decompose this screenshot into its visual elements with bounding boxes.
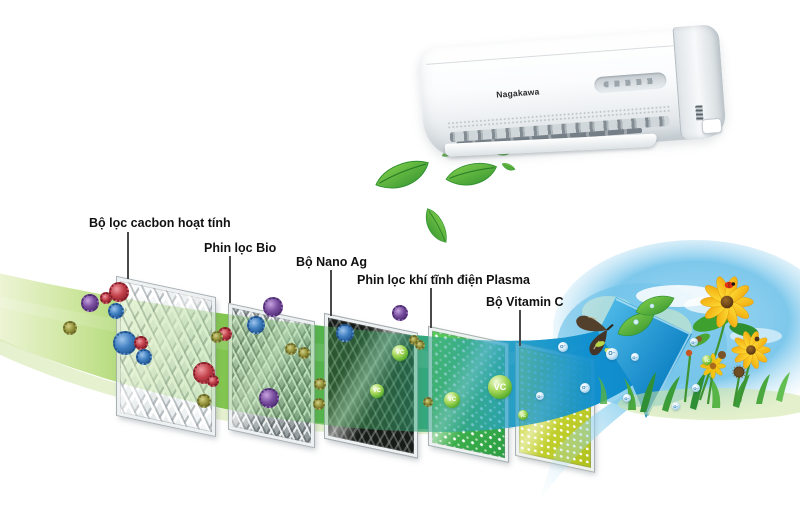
flower-large (700, 276, 754, 328)
water-droplet (633, 319, 639, 325)
vitamin-c-sphere: VC (518, 410, 528, 420)
vitamin-c-sphere: VC (392, 345, 408, 361)
virus-particle (197, 394, 211, 408)
vitamin-c-sphere: VC (488, 375, 512, 399)
ion-sphere: O⁻ (580, 383, 590, 393)
virus-particle (314, 378, 326, 390)
ion-sphere: O⁻ (536, 392, 544, 400)
virus-particle (423, 397, 433, 407)
callout-line-nano-ag (330, 270, 332, 316)
ion-sphere: O⁻ (623, 394, 631, 402)
virus-particle (247, 316, 265, 334)
cloud (636, 285, 720, 307)
ac-side-grille (695, 105, 704, 121)
virus-particle (285, 343, 297, 355)
panel-shine (232, 307, 311, 444)
vitamin-c-sphere: VC (702, 355, 712, 365)
panel-shine (519, 346, 591, 468)
ac-side-button (701, 117, 723, 135)
flower-leaf (729, 323, 759, 337)
callout-line-vitamin-c (519, 310, 521, 346)
virus-particle (336, 324, 354, 342)
callout-line-bio (229, 256, 231, 303)
virus-particle (136, 349, 152, 365)
flower-leaf (692, 312, 732, 332)
virus-particle (81, 294, 99, 312)
bee (754, 336, 760, 342)
virus-particle (108, 303, 124, 319)
ion-sphere: O⁻ (631, 353, 639, 361)
distant-foliage (582, 296, 634, 328)
filter-label-carbon: Bộ lọc cacbon hoạt tính (89, 216, 231, 230)
flower-medium (731, 331, 771, 369)
dew-leaves (595, 295, 675, 356)
virus-particle (63, 321, 77, 335)
vitamin-c-sphere: VC (370, 384, 384, 398)
ac-display-indicators (603, 77, 658, 88)
ion-sphere: O⁻ (558, 342, 568, 352)
virus-particle (207, 375, 219, 387)
water-droplet (649, 303, 655, 309)
filter-panel-carbon (117, 277, 215, 436)
virus-particle (109, 282, 129, 302)
virus-particle (263, 297, 283, 317)
filter-label-bio: Phin lọc Bio (204, 241, 277, 255)
filter-label-vitamin-c: Bộ Vitamin C (486, 295, 564, 309)
virus-particle (211, 331, 223, 343)
filter-panel-bio (229, 304, 314, 448)
virus-particle (392, 305, 408, 321)
ion-sphere: O⁻ (606, 348, 618, 360)
distant-foliage (628, 308, 692, 352)
panel-shine (120, 280, 212, 433)
virus-particle (259, 388, 279, 408)
virus-particle (313, 398, 325, 410)
callout-line-plasma (430, 288, 432, 328)
air-conditioner-unit: Nagakawa (417, 23, 727, 160)
ion-sphere: O⁻ (672, 402, 680, 410)
callout-line-carbon (127, 232, 129, 279)
flower-bud (685, 349, 693, 357)
virus-particle (298, 347, 310, 359)
cloud (730, 328, 782, 344)
virus-particle (415, 340, 425, 350)
ac-end-cap (672, 23, 727, 140)
virus-particle (134, 336, 148, 350)
ladybug (724, 281, 736, 289)
filter-panel-vitamin-c (516, 343, 594, 472)
cloud (684, 296, 744, 314)
filter-label-plasma: Phin lọc khí tĩnh điện Plasma (357, 273, 530, 287)
falling-leaves (373, 145, 516, 246)
filter-label-nano-ag: Bộ Nano Ag (296, 255, 368, 269)
ion-sphere: O⁻ (692, 384, 700, 392)
vitamin-c-sphere: VC (444, 392, 460, 408)
ion-sphere: O⁻ (690, 338, 698, 346)
